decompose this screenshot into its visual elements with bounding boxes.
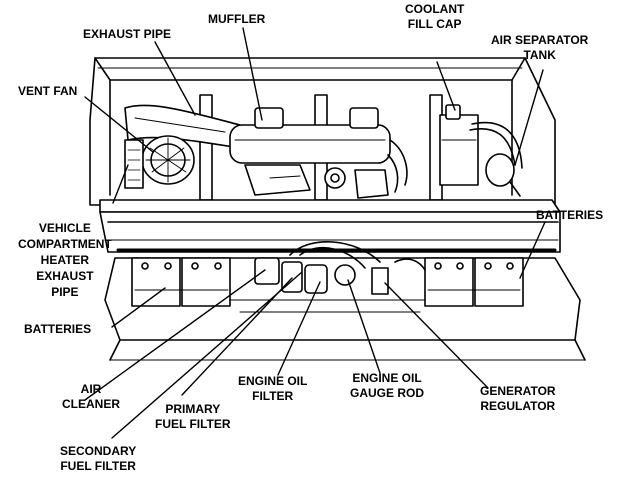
crossbeam (99, 199, 561, 253)
label-engine-oil-gauge-rod: ENGINE OIL GAUGE ROD (350, 371, 425, 400)
air-separator-tank (469, 121, 523, 197)
label-exhaust-pipe: EXHAUST PIPE (83, 27, 172, 41)
lower-compartment (104, 257, 586, 361)
label-primary-fuel-filter: PRIMARY FUEL FILTER (155, 402, 231, 431)
label-air-cleaner: AIR CLEANER (62, 382, 121, 411)
filters-cluster (229, 240, 426, 313)
batteries-right-drawing (424, 257, 524, 307)
label-batteries-left: BATTERIES (24, 322, 92, 336)
vent-fan (124, 135, 195, 189)
muffler (229, 107, 408, 193)
label-generator-regulator: GENERATOR REGULATOR (480, 384, 556, 413)
batteries-left-drawing (131, 257, 231, 307)
label-vent-fan: VENT FAN (18, 84, 78, 98)
label-coolant-fill-cap: COOLANT FILL CAP (405, 2, 465, 31)
label-air-separator-tank: AIR SEPARATOR TANK (491, 33, 589, 62)
label-secondary-fuel-filter: SECONDARY FUEL FILTER (60, 444, 137, 473)
label-vehicle-compartment-heater-exhaust-pipe: VEHICLE COMPARTMENT HEATER EXHAUST PIPE (18, 221, 112, 299)
label-engine-oil-filter: ENGINE OIL FILTER (238, 374, 308, 403)
leader-lines (84, 27, 546, 439)
engine-block (244, 164, 389, 199)
label-muffler: MUFFLER (208, 12, 266, 26)
coolant-tank (439, 104, 479, 186)
label-batteries-right: BATTERIES (536, 208, 604, 222)
